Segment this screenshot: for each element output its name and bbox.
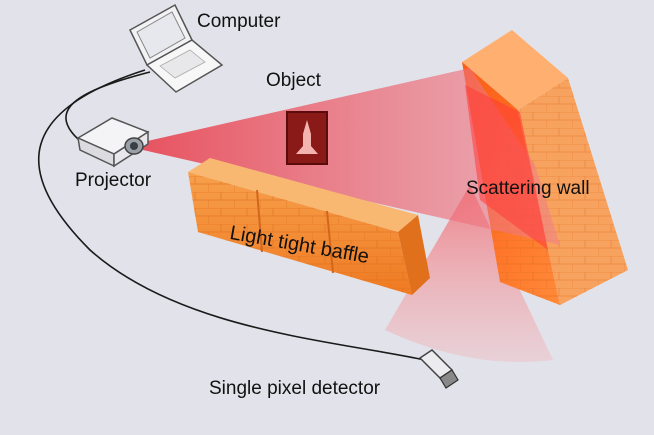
baffle-top [188,158,418,232]
rocket-icon [296,120,318,154]
projector-label: Projector [75,170,152,191]
computer-label: Computer [197,11,281,32]
wall-side-bricks [518,78,628,305]
detector-icon [418,349,459,389]
wall-top [462,30,568,110]
scattered-light-cone [385,185,553,362]
projector-icon [76,117,150,168]
laptop-icon [129,3,224,93]
object-label: Object [266,70,321,91]
detector-label: Single pixel detector [209,378,381,399]
light-tight-baffle [188,158,430,295]
projection-beam [143,68,560,245]
cable-computer-detector [38,69,426,361]
projected-spot [465,85,548,250]
scattering-wall-label: Scattering wall [466,178,590,199]
baffle-front-bricks [188,172,412,295]
baffle-end [398,215,430,295]
object-mask [286,111,328,165]
